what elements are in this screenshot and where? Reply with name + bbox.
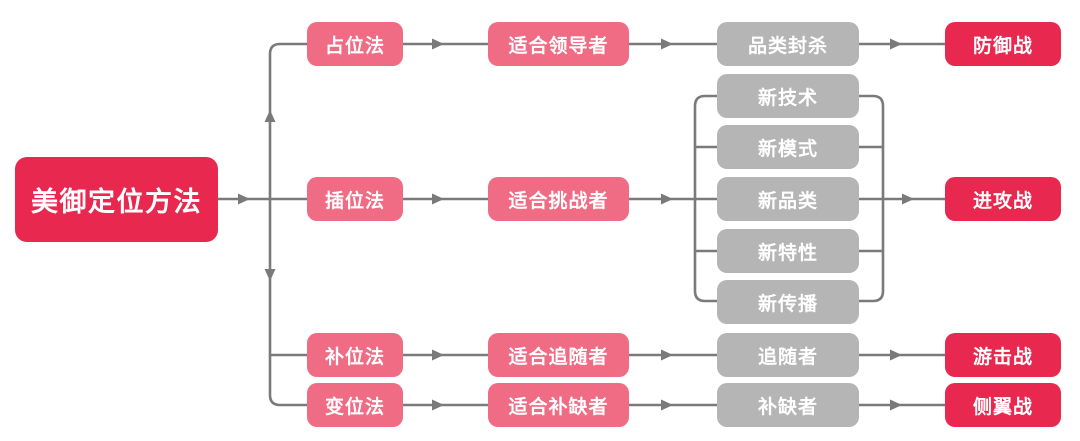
connector bbox=[268, 42, 307, 199]
tactic-node-3-0: 补缺者 bbox=[717, 383, 859, 427]
arrowhead bbox=[890, 38, 902, 50]
tactic-node-1-1: 新模式 bbox=[717, 125, 859, 169]
tactic-node-1-2: 新品类 bbox=[717, 177, 859, 221]
tactic-node-0-0: 品类封杀 bbox=[717, 22, 859, 66]
method-node-2: 补位法 bbox=[307, 333, 403, 377]
result-node-3: 侧翼战 bbox=[945, 383, 1061, 427]
fit-node-1: 适合挑战者 bbox=[488, 177, 629, 221]
arrowhead bbox=[890, 349, 902, 361]
tactic-node-1-0: 新技术 bbox=[717, 74, 859, 118]
arrowhead bbox=[432, 38, 444, 50]
arrowhead bbox=[661, 38, 673, 50]
arrowhead bbox=[238, 193, 250, 205]
arrowhead-down bbox=[264, 269, 276, 281]
result-node-1: 进攻战 bbox=[945, 177, 1061, 221]
connector bbox=[268, 199, 307, 407]
arrowhead-up bbox=[264, 110, 276, 122]
result-node-2: 游击战 bbox=[945, 333, 1061, 377]
result-node-0: 防御战 bbox=[945, 22, 1061, 66]
arrowhead bbox=[432, 399, 444, 411]
tactic-node-1-4: 新传播 bbox=[717, 280, 859, 324]
method-node-3: 变位法 bbox=[307, 383, 403, 427]
arrowhead bbox=[432, 193, 444, 205]
arrowhead bbox=[432, 349, 444, 361]
fit-node-3: 适合补缺者 bbox=[488, 383, 629, 427]
fit-node-0: 适合领导者 bbox=[488, 22, 629, 66]
arrowhead bbox=[902, 193, 914, 205]
arrowhead bbox=[661, 193, 673, 205]
tactic-node-2-0: 追随者 bbox=[717, 333, 859, 377]
fit-node-2: 适合追随者 bbox=[488, 333, 629, 377]
tactic-node-1-3: 新特性 bbox=[717, 229, 859, 273]
arrowhead bbox=[661, 349, 673, 361]
arrowhead bbox=[890, 399, 902, 411]
method-node-1: 插位法 bbox=[307, 177, 403, 221]
root-node: 美御定位方法 bbox=[15, 157, 218, 242]
method-node-0: 占位法 bbox=[307, 22, 403, 66]
arrowhead bbox=[661, 399, 673, 411]
